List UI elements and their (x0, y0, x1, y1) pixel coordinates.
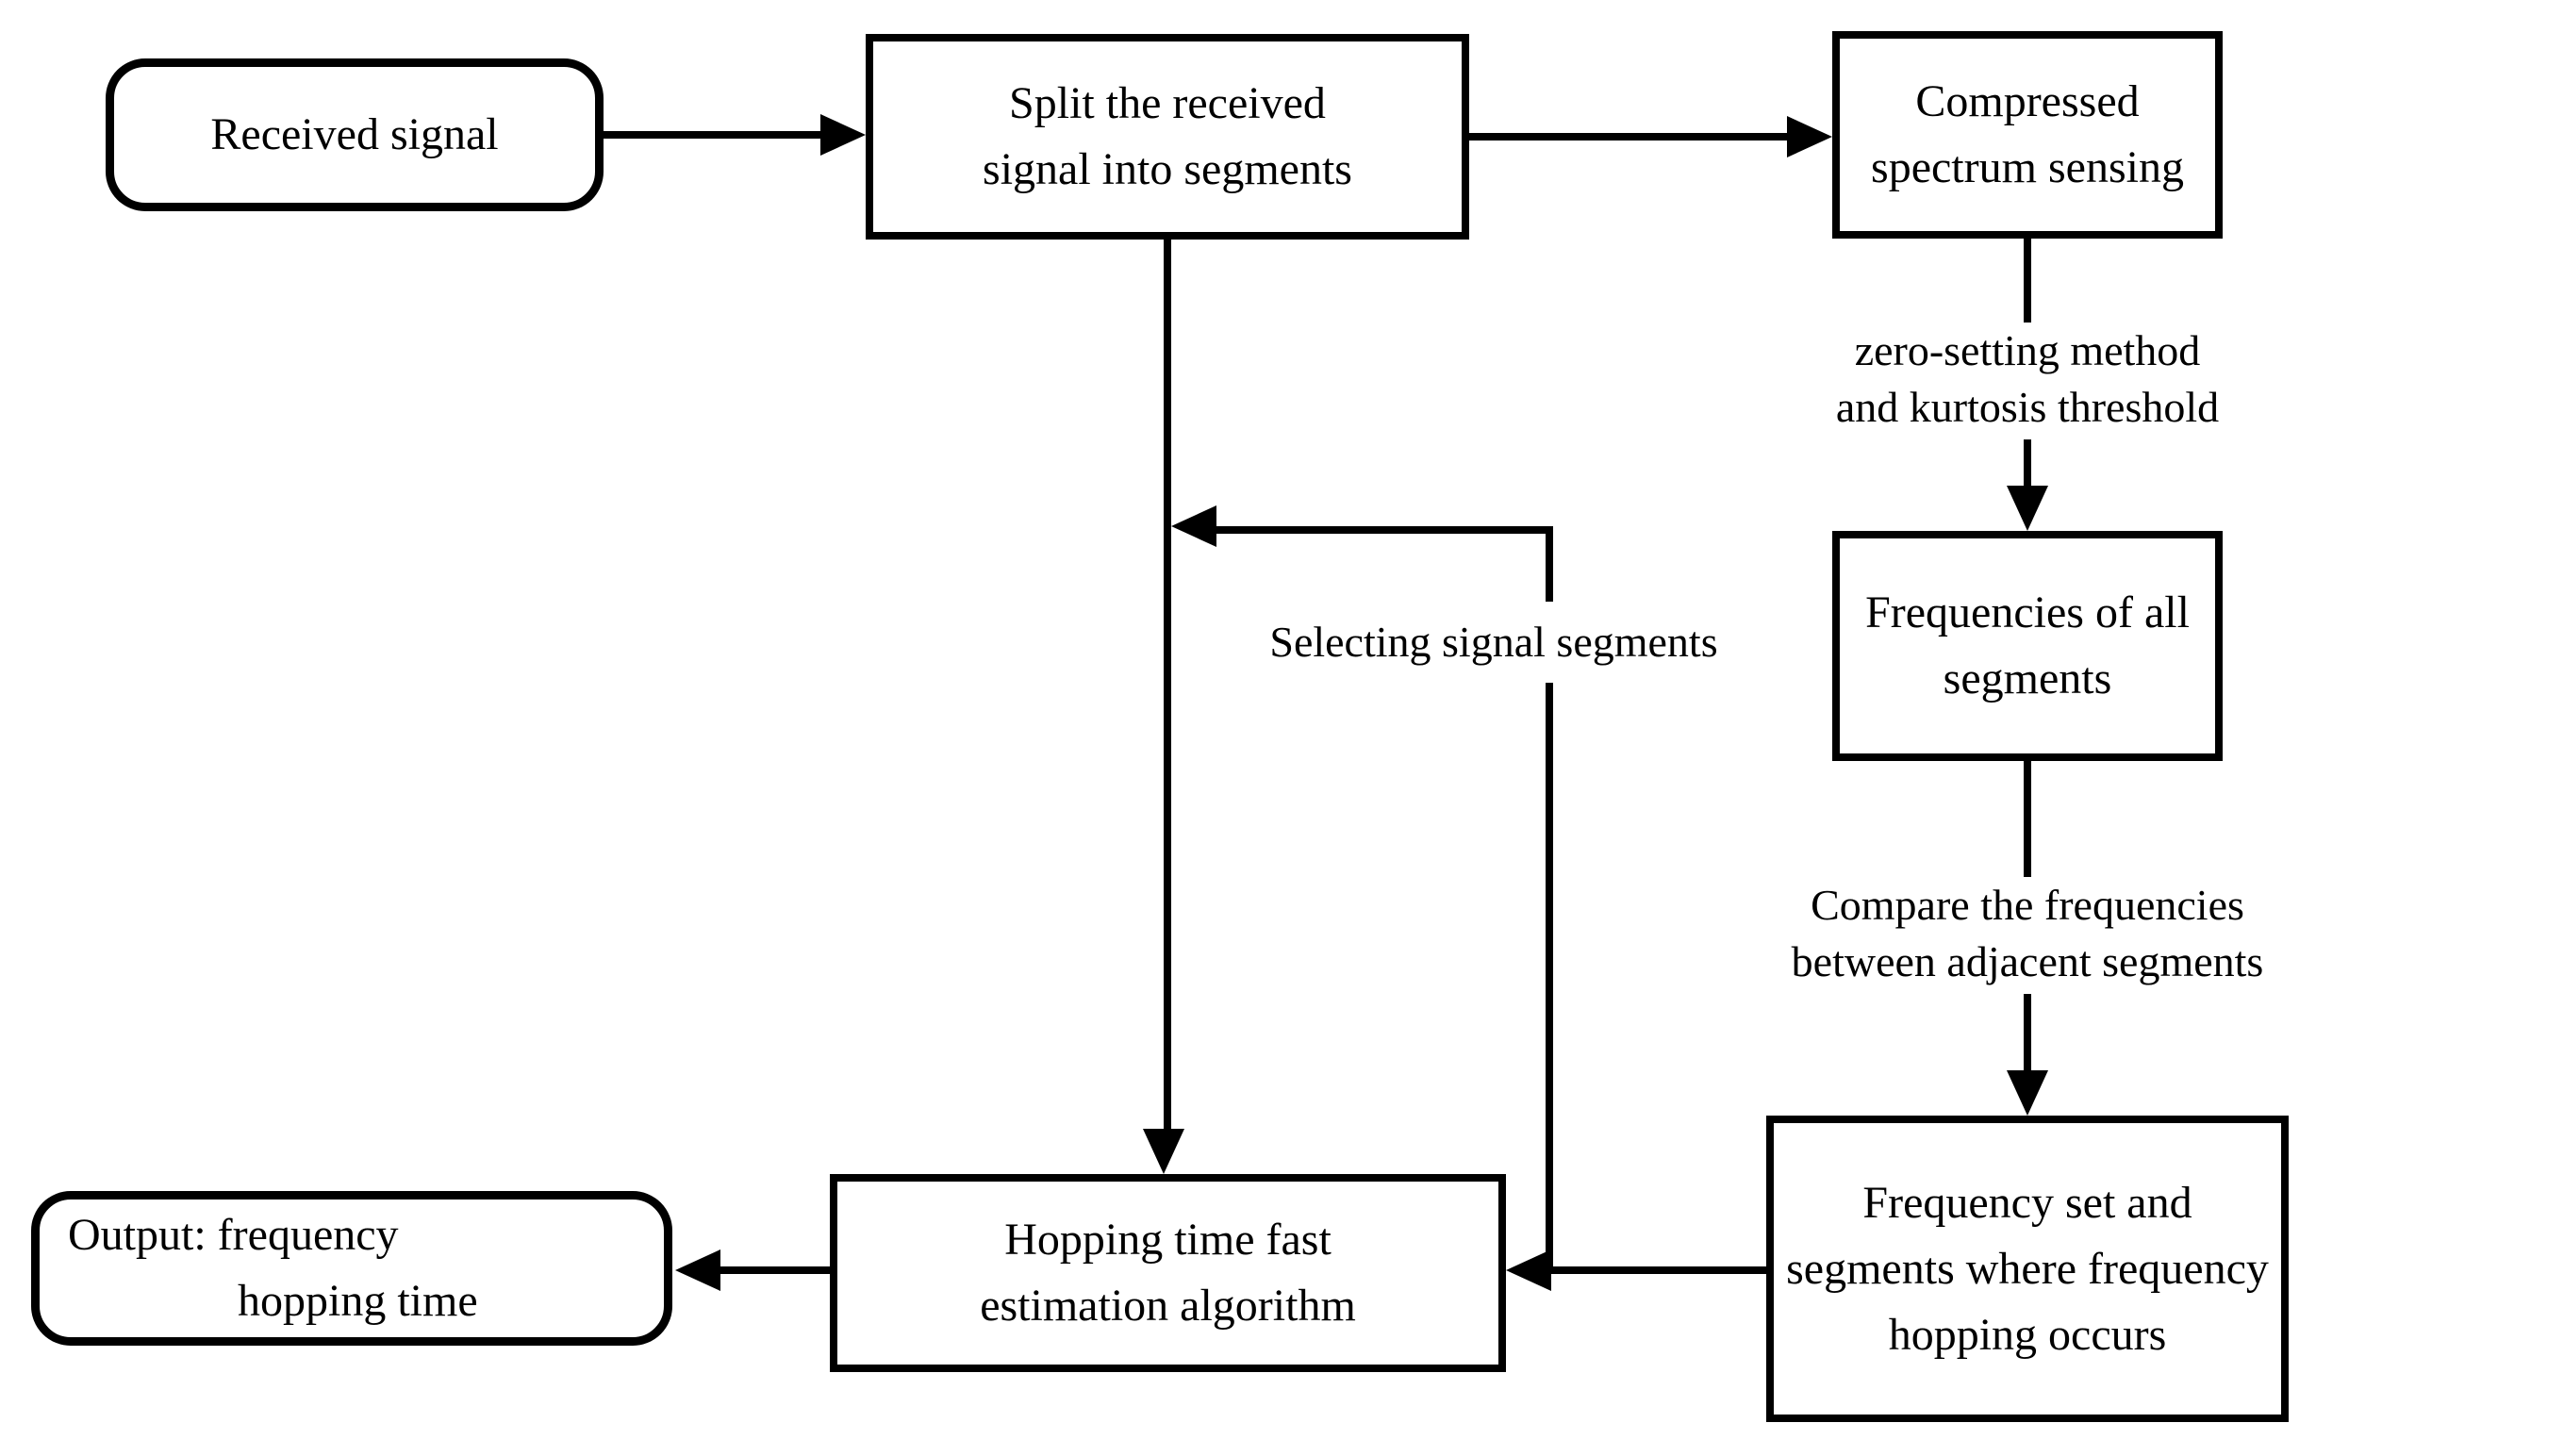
node-output-frequency-hopping-time: Output: frequency hopping time (31, 1191, 672, 1346)
node-label-line: hopping time (238, 1276, 478, 1326)
node-split-signal: Split the received signal into segments (866, 34, 1469, 240)
node-label-line: estimation algorithm (980, 1281, 1356, 1331)
node-label-line: spectrum sensing (1871, 142, 2184, 192)
feedback-vertical-line (1546, 526, 1553, 1270)
arrowhead-into-hopping-top (1143, 1129, 1184, 1174)
edge-label-line: Compare the frequencies (1811, 881, 2244, 929)
node-frequencies-of-all-segments: Frequencies of all segments (1832, 531, 2223, 761)
connector-split-to-hopping (1164, 240, 1171, 1129)
connector-split-to-compressed (1469, 133, 1789, 141)
node-label: Received signal (210, 109, 499, 159)
node-received-signal: Received signal (106, 58, 604, 211)
arrowhead-into-frequencies (2007, 486, 2048, 531)
feedback-horizontal-line (1216, 526, 1549, 534)
arrowhead-into-hopping-right (1506, 1249, 1551, 1291)
edge-label-line: between adjacent segments (1791, 937, 2264, 985)
arrowhead-into-output (675, 1249, 720, 1291)
node-label-line: Frequency set and (1862, 1177, 2192, 1228)
edge-label-line: and kurtosis threshold (1835, 383, 2220, 431)
arrowhead-into-split (820, 114, 866, 156)
connector-received-to-split (604, 131, 822, 139)
connector-freqset-to-hopping (1551, 1266, 1766, 1274)
node-label-line: Output: frequency (68, 1210, 399, 1260)
node-compressed-spectrum-sensing: Compressed spectrum sensing (1832, 31, 2223, 239)
node-label-line: Hopping time fast (1004, 1215, 1332, 1265)
node-label-line: segments where frequency (1786, 1243, 2269, 1294)
edge-label-line: Selecting signal segments (1269, 618, 1718, 666)
node-label-line: segments (1943, 654, 2112, 703)
arrowhead-feedback-into-main-line (1171, 505, 1216, 547)
edge-label-compare-frequencies: Compare the frequencies between adjacent… (1763, 877, 2291, 994)
connector-hopping-to-output (720, 1266, 830, 1274)
node-label-line: Compressed (1915, 76, 2140, 126)
edge-label-zero-setting: zero-setting method and kurtosis thresho… (1782, 323, 2273, 439)
node-label-line: signal into segments (983, 144, 1352, 194)
arrowhead-into-compressed (1787, 116, 1832, 157)
edge-label-selecting-segments: Selecting signal segments (1220, 602, 1767, 683)
node-hopping-time-estimation: Hopping time fast estimation algorithm (830, 1174, 1506, 1372)
node-label-line: Frequencies of all (1865, 587, 2190, 637)
arrowhead-into-freqset (2007, 1070, 2048, 1116)
edge-label-line: zero-setting method (1854, 326, 2201, 374)
node-label-line: hopping occurs (1888, 1309, 2167, 1360)
node-frequency-set-and-segments: Frequency set and segments where frequen… (1766, 1116, 2289, 1422)
node-label-line: Split the received (1009, 78, 1326, 128)
